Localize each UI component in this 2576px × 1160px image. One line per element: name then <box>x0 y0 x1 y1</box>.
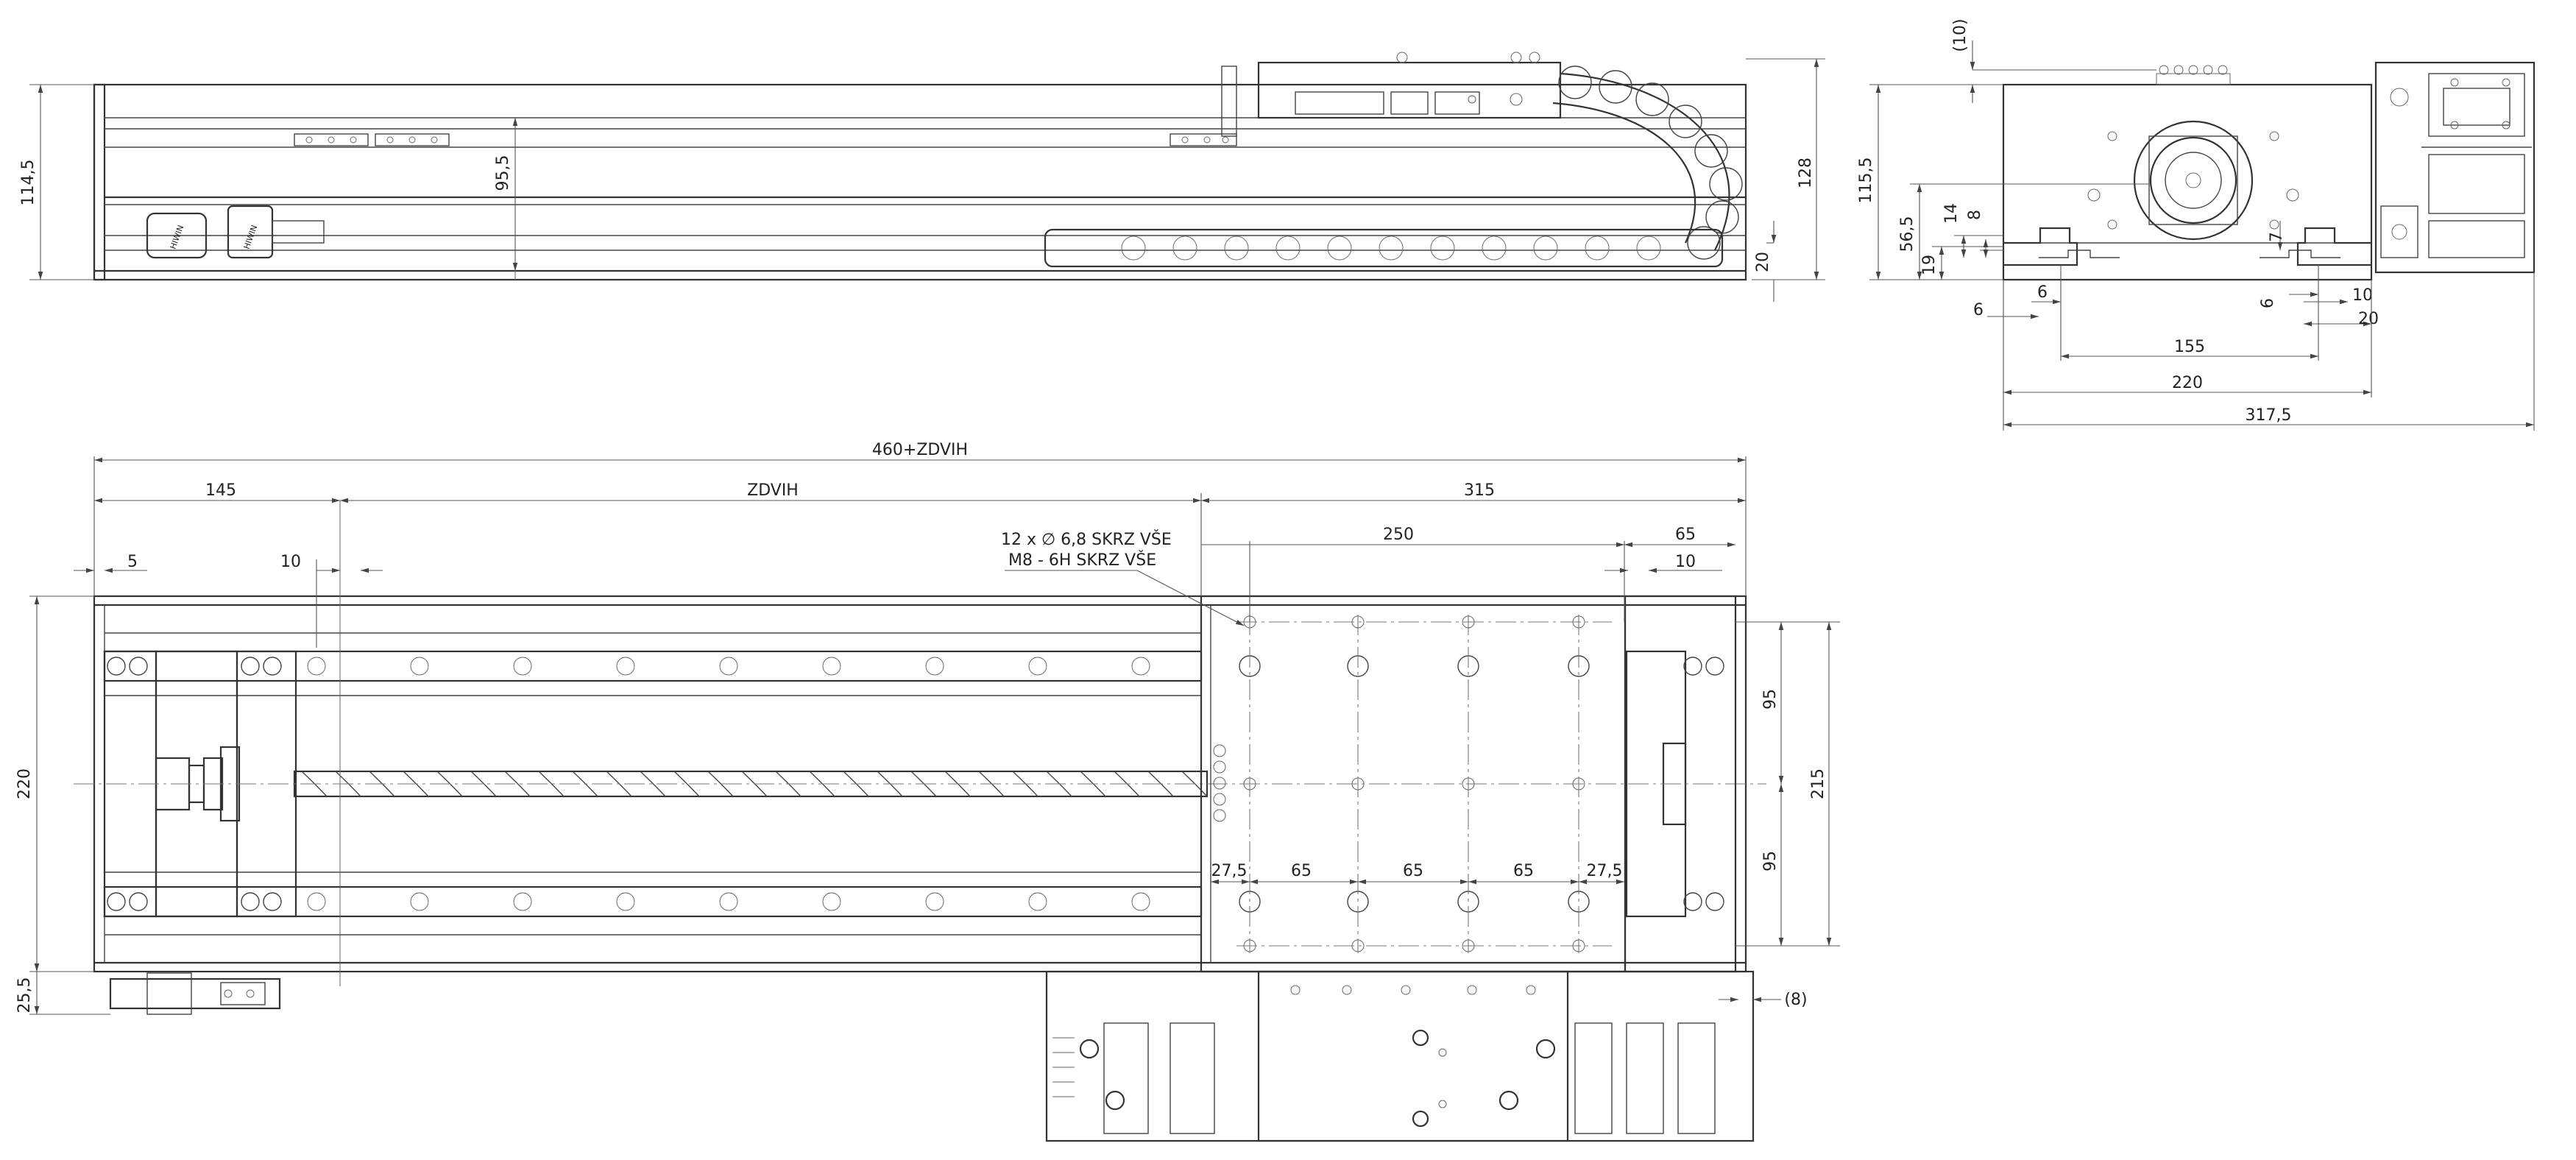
side-view: HIWIN HIWIN 114,5 95,5 <box>19 52 1825 302</box>
dim-top-8: (8) <box>1784 991 1807 1009</box>
dim-top-95a: 95 <box>1761 689 1780 710</box>
dim-end-155: 155 <box>2174 338 2205 356</box>
screw-thread <box>538 771 565 797</box>
dim-top-95b: 95 <box>1761 851 1780 871</box>
dim-pitch-65b: 65 <box>1403 862 1423 880</box>
dim-end-10: 10 <box>2352 286 2373 305</box>
end-view: (10) 115,5 56,5 19 14 8 6 6 7 6 10 20 15… <box>1857 18 2536 431</box>
screw-thread <box>470 771 497 797</box>
dim-top-315: 315 <box>1464 481 1495 500</box>
dim-end-height: 115,5 <box>1857 158 1875 204</box>
screw-thread <box>707 771 734 797</box>
dim-end-3175: 317,5 <box>2246 406 2292 425</box>
dim-end-20: 20 <box>2358 310 2379 328</box>
carriage-plate-holes <box>1236 615 1612 953</box>
dim-end-7: 7 <box>2268 232 2286 242</box>
dim-end-6b: 6 <box>2037 283 2048 302</box>
dim-side-total: 128 <box>1797 158 1815 188</box>
dim-top-145: 145 <box>205 481 236 500</box>
dim-top-5: 5 <box>127 553 138 571</box>
hole-note-line1: 12 x ∅ 6,8 SKRZ VŠE <box>1001 530 1172 549</box>
dim-top-215: 215 <box>1809 768 1827 799</box>
dim-end-8: 8 <box>1966 210 1984 220</box>
dim-end-565: 56,5 <box>1898 216 1917 252</box>
dim-end-220: 220 <box>2172 374 2203 392</box>
dim-top-10r: 10 <box>1675 553 1696 571</box>
dim-end-19: 19 <box>1920 255 1939 275</box>
dim-top-stroke: ZDVIH <box>747 481 799 500</box>
dim-end-6c: 6 <box>2259 298 2277 308</box>
dim-pitch-275b: 27,5 <box>1587 862 1623 880</box>
hole-note-line2: M8 - 6H SKRZ VŠE <box>1008 551 1156 570</box>
dim-end-14: 14 <box>1942 203 1961 224</box>
dim-top-220: 220 <box>15 768 34 799</box>
screw-thread <box>673 771 700 797</box>
dim-side-bottom: 20 <box>1754 252 1772 272</box>
screw-thread <box>640 771 666 797</box>
dim-end-6a: 6 <box>1973 301 1984 319</box>
dim-top-65r: 65 <box>1675 526 1696 544</box>
dim-side-height: 114,5 <box>19 160 38 206</box>
dim-top-255: 25,5 <box>15 977 34 1014</box>
dim-side-inner: 95,5 <box>494 155 512 191</box>
screw-thread <box>504 771 531 797</box>
dim-pitch-65a: 65 <box>1291 862 1312 880</box>
dim-top-total: 460+ZDVIH <box>872 441 968 459</box>
dim-pitch-275a: 27,5 <box>1211 862 1248 880</box>
hiwin-logo: HIWIN <box>169 224 186 250</box>
dim-top-250: 250 <box>1383 526 1414 544</box>
dim-end-top: (10) <box>1951 18 1970 52</box>
top-view: 460+ZDVIH 145 ZDVIH 315 250 65 10 5 10 2… <box>15 441 1840 1142</box>
hiwin-logo-2: HIWIN <box>242 224 260 250</box>
dim-top-10l: 10 <box>280 553 301 571</box>
dim-pitch-65c: 65 <box>1513 862 1534 880</box>
